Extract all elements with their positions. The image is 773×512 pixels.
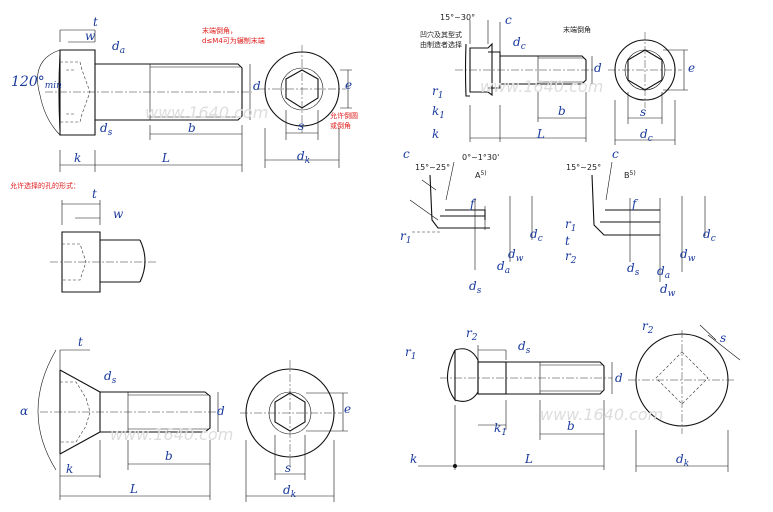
hex-flange-side-view [455, 20, 595, 142]
label-e: e [345, 78, 352, 92]
label-s-end: s [720, 331, 726, 345]
label-f-a: f [469, 197, 477, 211]
label-da-b: da [657, 264, 670, 281]
label-t-b: t [565, 234, 570, 248]
label-f-b: f [631, 197, 639, 211]
label-r2-carriage: r2 [466, 326, 478, 343]
label-r2-end: r2 [642, 319, 654, 336]
label-ang-0-130: 0°~1°30' [462, 153, 499, 162]
hex-flange-end-view [608, 32, 688, 145]
label-ds-carriage: ds [518, 339, 531, 356]
label-da-a: da [497, 259, 510, 276]
detail-b [591, 161, 706, 282]
label-d: d [253, 79, 261, 93]
label-r1-hex: r1 [432, 84, 443, 101]
label-dc-b: dc [703, 227, 716, 244]
label-t-hole: t [92, 187, 97, 201]
countersunk-screw-side-view [37, 349, 220, 500]
label-ang-15-30: 15°~30° [440, 13, 475, 22]
watermark-1: www.1640.com [145, 103, 268, 122]
label-dk-end: dk [676, 452, 689, 469]
label-c-b: c [612, 147, 619, 161]
label-w: w [85, 29, 96, 43]
watermark-4: www.1640.com [540, 405, 663, 424]
allowed-hole-detail [50, 200, 158, 293]
label-d-carriage: d [615, 371, 623, 385]
label-ang-15-25-a: 15°~25° [415, 163, 450, 172]
label-t: t [93, 15, 98, 29]
note-end-chamfer-1: 末端倒角， [202, 26, 237, 35]
label-dc-a: dc [530, 227, 543, 244]
label-r1-a: r1 [400, 229, 411, 246]
note-hex-chamfer-1: 允许倒圆 [330, 111, 358, 120]
note-flange-1: 凹穴及其型式 [420, 30, 462, 39]
label-da: da [112, 39, 125, 56]
label-k-csk: k [66, 462, 73, 476]
watermark-2: www.1640.com [480, 77, 603, 96]
label-ds-csk: ds [104, 369, 117, 386]
label-dw-b2: dw [660, 282, 676, 299]
label-alpha: α [20, 404, 28, 418]
label-c: c [505, 13, 512, 27]
note-allowed-hole: 允许选择的孔的形式： [10, 181, 80, 190]
label-r2-b: r2 [565, 249, 577, 266]
label-s-csk: s [285, 461, 291, 475]
label-dk: dk [297, 149, 310, 166]
label-ds-a: ds [469, 279, 482, 296]
countersunk-end-view [240, 360, 348, 502]
label-c-a: c [403, 147, 410, 161]
label-b-hex: b [558, 104, 566, 118]
label-r1-carriage: r1 [405, 345, 416, 362]
carriage-bolt-side-view [418, 345, 613, 470]
label-s-hex: s [640, 105, 646, 119]
label-k-carriage: k [410, 452, 417, 466]
label-b-carriage: b [567, 419, 575, 433]
label-e-csk: e [344, 402, 351, 416]
label-d-hex: d [594, 61, 602, 75]
label-dk-csk: dk [283, 483, 296, 500]
label-angle-120: 120°min [11, 74, 62, 91]
label-detail-a: A5) [475, 170, 487, 180]
label-k: k [74, 151, 81, 165]
label-r1-b: r1 [565, 217, 576, 234]
label-ang-15-25-b: 15°~25° [566, 163, 601, 172]
watermark-3: www.1640.com [110, 425, 233, 444]
label-L-carriage: L [524, 452, 533, 466]
label-detail-b: B5) [624, 170, 636, 180]
label-s: s [298, 119, 304, 133]
label-w-hole: w [113, 207, 124, 221]
label-ds-b: ds [627, 261, 640, 278]
note-flange-2: 由制造者选择 [420, 40, 462, 49]
label-k1-hex: k1 [432, 104, 445, 121]
note-end-chamfer-2: d≤M4可为辗制末端 [202, 36, 265, 45]
label-ds: ds [100, 121, 113, 138]
label-dw-a: dw [508, 247, 524, 264]
label-L-csk: L [129, 482, 138, 496]
label-k1-carriage: k1 [494, 421, 507, 438]
label-t-csk: t [78, 335, 83, 349]
label-e-hex: e [688, 61, 695, 75]
label-dc-end: dc [640, 127, 653, 144]
label-b-csk: b [165, 449, 173, 463]
carriage-bolt-end-view [628, 324, 741, 472]
label-d-csk: d [217, 404, 225, 418]
detail-a [409, 161, 533, 270]
label-k-hex: k [432, 127, 439, 141]
label-L-hex: L [536, 127, 545, 141]
socket-head-end-view [258, 45, 352, 168]
socket-head-screw-side-view [37, 29, 252, 172]
note-end-chamfer-r: 末端倒角 [563, 25, 591, 34]
note-hex-chamfer-2: 或倒角 [330, 121, 351, 130]
label-L: L [161, 151, 170, 165]
label-dw-b: dw [680, 247, 696, 264]
label-b: b [188, 121, 196, 135]
label-dc: dc [513, 35, 526, 52]
